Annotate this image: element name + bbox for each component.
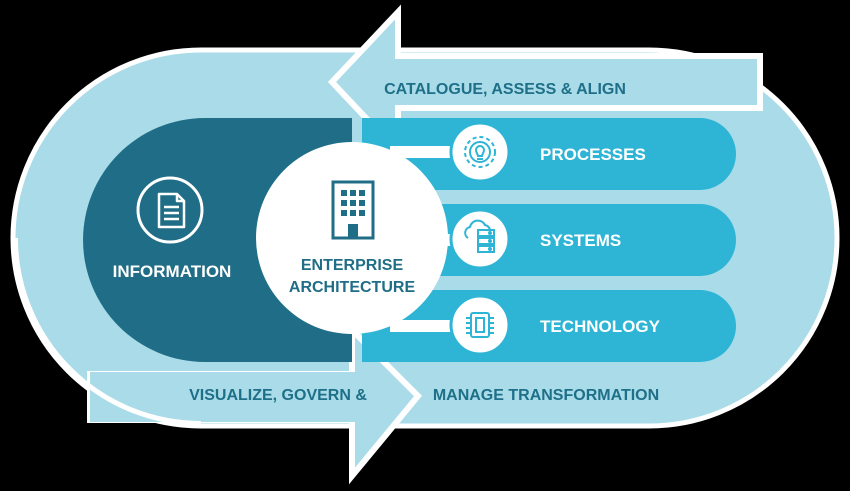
bottom-arrow-label-right: MANAGE TRANSFORMATION [433, 387, 659, 404]
information-label: INFORMATION [113, 262, 232, 281]
center-label-line1: ENTERPRISE [301, 257, 404, 274]
cloud-server-icon [464, 219, 495, 253]
bar-processes-label: PROCESSES [540, 145, 646, 164]
building-icon [331, 180, 375, 240]
bar-technology-label: TECHNOLOGY [540, 317, 661, 336]
technology-icon-circle [449, 294, 511, 356]
bottom-arrow-label-left: VISUALIZE, GOVERN & [189, 387, 367, 404]
center-label-line2: ARCHITECTURE [289, 279, 416, 296]
processes-icon-circle [449, 121, 511, 183]
top-arrow-label: CATALOGUE, ASSESS & ALIGN [384, 81, 626, 98]
gear-bulb-icon [464, 136, 496, 168]
information-icon-ring [136, 176, 204, 244]
top-arrow [327, 4, 763, 160]
document-icon [157, 192, 186, 229]
chip-icon [466, 312, 494, 338]
outer-pill-outline-lower-left [13, 237, 202, 426]
bar-systems-label: SYSTEMS [540, 231, 621, 250]
